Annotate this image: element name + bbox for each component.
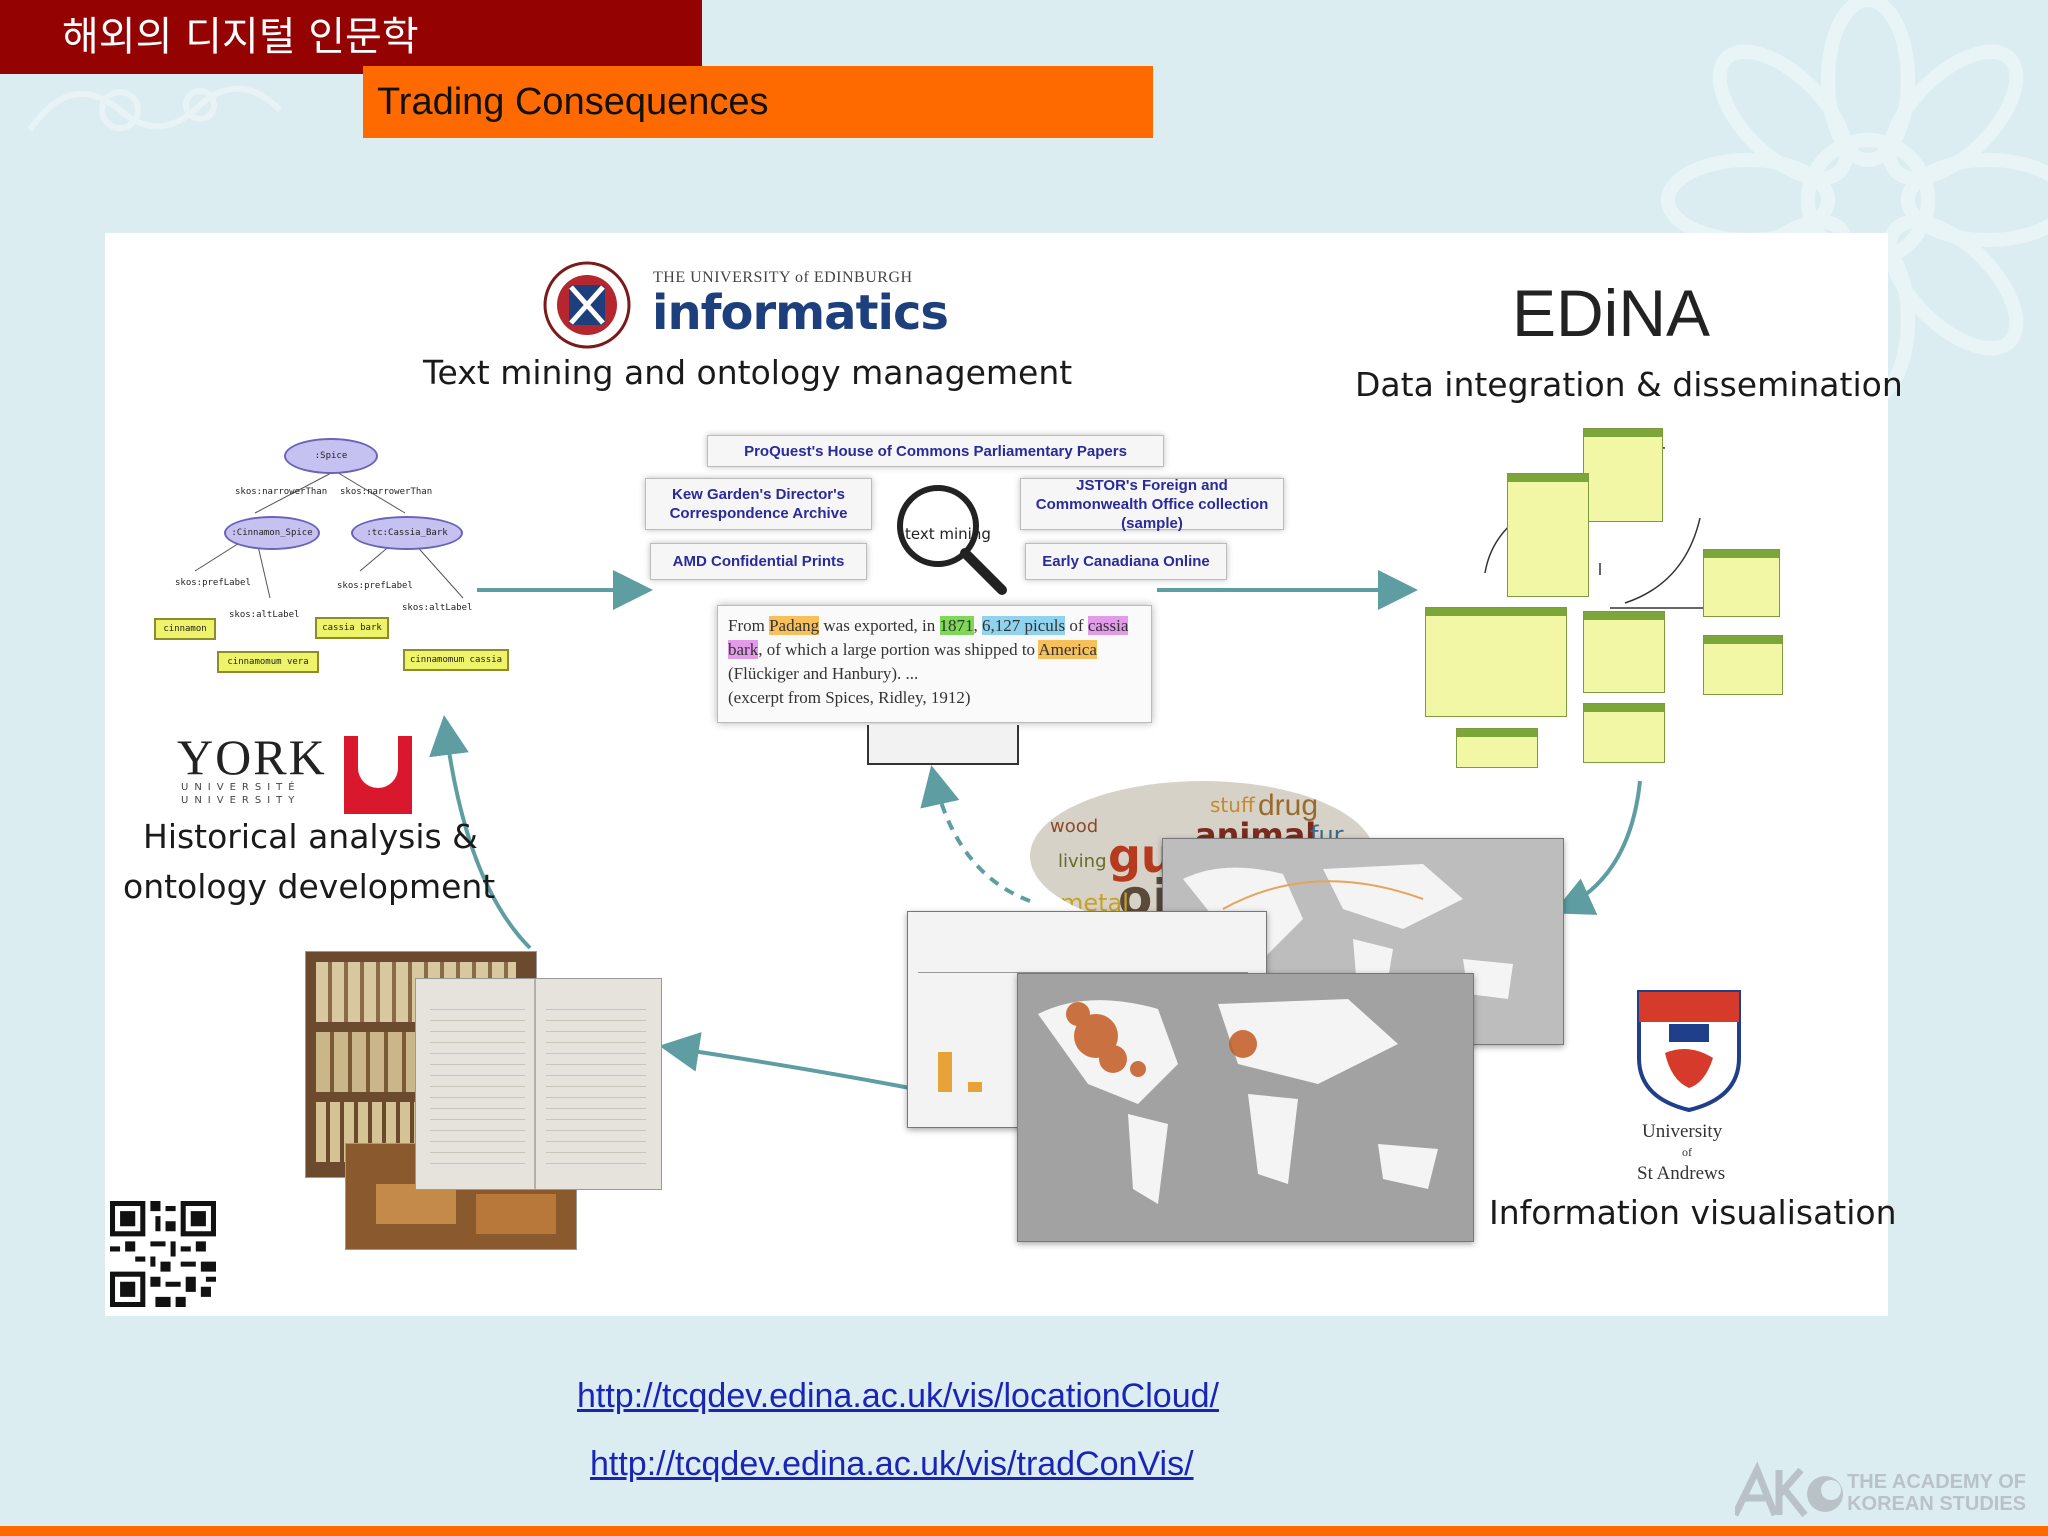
word-cloud-term: stuff — [1210, 793, 1255, 817]
york-logo-text: YORK — [177, 729, 327, 785]
text-excerpt: From Padang was exported, in 1871, 6,127… — [717, 605, 1152, 723]
ontology-relation-label: skos:narrowerThan — [340, 487, 433, 497]
aks-logo-icon — [1735, 1461, 1843, 1518]
excerpt-text: (Flückiger and Hanbury). ... — [728, 664, 919, 683]
tradconvis-link[interactable]: http://tcqdev.edina.ac.uk/vis/tradConVis… — [590, 1445, 1194, 1483]
text-mining-label: text mining — [905, 525, 991, 543]
edinburgh-university-name: THE UNIVERSITY of EDINBURGH — [653, 269, 913, 286]
ontology-child-node: :tc:Cassia_Bark — [351, 516, 463, 550]
database-table — [1425, 607, 1567, 717]
slide-subtitle: Trading Consequences — [363, 66, 1153, 138]
database-table — [1583, 428, 1663, 522]
highlight-place: Padang — [769, 616, 820, 635]
excerpt-text: was exported, in — [823, 616, 936, 635]
cloud-pattern-icon — [27, 85, 283, 132]
world-map-icon — [1038, 999, 1438, 1204]
location-map-screenshot — [1017, 973, 1474, 1242]
ontology-leaf-node: cassia bark — [315, 617, 389, 639]
database-table — [1507, 473, 1589, 597]
ontology-relation-label: skos:altLabel — [229, 610, 300, 620]
source-canadiana: Early Canadiana Online — [1025, 543, 1227, 580]
york-caption-line2: ontology development — [123, 867, 496, 906]
excerpt-text: of — [1069, 616, 1084, 635]
ontology-relation-label: skos:altLabel — [402, 603, 473, 613]
st-andrews-caption: Information visualisation — [1489, 1193, 1897, 1232]
informatics-caption: Text mining and ontology management — [423, 353, 1073, 392]
st-andrews-name-line2: of — [1682, 1145, 1692, 1159]
st-andrews-name-line1: University — [1642, 1121, 1723, 1142]
york-u-icon — [344, 736, 412, 814]
highlight-place: America — [1038, 640, 1097, 659]
qr-code-icon — [110, 1201, 216, 1307]
excerpt-text: , of which a large portion was shipped t… — [758, 640, 1036, 659]
york-logo-subtext: UNIVERSITÉ — [181, 782, 301, 793]
york-caption-line1: Historical analysis & — [143, 817, 478, 856]
ontology-relation-label: skos:prefLabel — [175, 578, 251, 588]
ontology-leaf-node: cinnamomum vera — [217, 651, 319, 673]
magnifier-icon — [897, 485, 1007, 595]
diagram-panel: THE UNIVERSITY of EDINBURGH informatics … — [105, 233, 1903, 1316]
aks-logo-line2: KOREAN STUDIES — [1847, 1493, 2026, 1515]
database-table — [1703, 549, 1780, 617]
word-cloud-term: living — [1058, 851, 1107, 872]
database-table — [1583, 703, 1665, 763]
york-logo-subtext: UNIVERSITY — [181, 795, 301, 806]
database-table — [1703, 635, 1783, 695]
source-kew: Kew Garden's Director's Correspondence A… — [645, 478, 872, 530]
document-thumbnail — [867, 725, 1019, 765]
ledger-book-photo — [415, 978, 662, 1190]
highlight-date: 1871 — [939, 616, 974, 635]
word-cloud-term: wood — [1050, 816, 1099, 837]
source-proquest: ProQuest's House of Commons Parliamentar… — [707, 435, 1164, 467]
ontology-child-node: :Cinnamon_Spice — [224, 516, 320, 550]
st-andrews-crest-icon — [1637, 990, 1741, 1113]
excerpt-text: From — [728, 616, 765, 635]
database-table — [1456, 728, 1538, 768]
excerpt-text: , — [973, 616, 978, 635]
edina-logo: EDiNA — [1512, 276, 1711, 350]
flow-arrows — [429, 570, 1642, 1090]
ontology-relation-label: skos:prefLabel — [337, 581, 413, 591]
ontology-root-node: :Spice — [284, 438, 378, 474]
footer-accent-bar — [0, 1526, 2048, 1536]
informatics-logo-text: informatics — [652, 285, 949, 341]
ontology-leaf-node: cinnamon — [154, 618, 216, 640]
ontology-relation-label: skos:narrowerThan — [235, 487, 328, 497]
ontology-leaf-node: cinnamomum cassia — [403, 649, 509, 671]
highlight-quantity: 6,127 piculs — [982, 616, 1066, 635]
aks-logo-text: THE ACADEMY OF KOREAN STUDIES — [1847, 1471, 2026, 1515]
source-jstor: JSTOR's Foreign and Commonwealth Office … — [1020, 477, 1284, 532]
aks-logo-line1: THE ACADEMY OF — [1847, 1471, 2026, 1493]
excerpt-source: (excerpt from Spices, Ridley, 1912) — [728, 688, 971, 707]
st-andrews-name-line3: St Andrews — [1637, 1163, 1726, 1184]
location-cloud-link[interactable]: http://tcqdev.edina.ac.uk/vis/locationCl… — [577, 1377, 1219, 1415]
source-amd: AMD Confidential Prints — [650, 543, 867, 580]
edinburgh-crest-icon — [543, 261, 631, 349]
database-table — [1583, 611, 1665, 693]
word-cloud-term: drug — [1258, 789, 1319, 822]
edina-caption: Data integration & dissemination — [1355, 365, 1903, 404]
slide-title: 해외의 디지털 인문학 — [0, 0, 702, 74]
